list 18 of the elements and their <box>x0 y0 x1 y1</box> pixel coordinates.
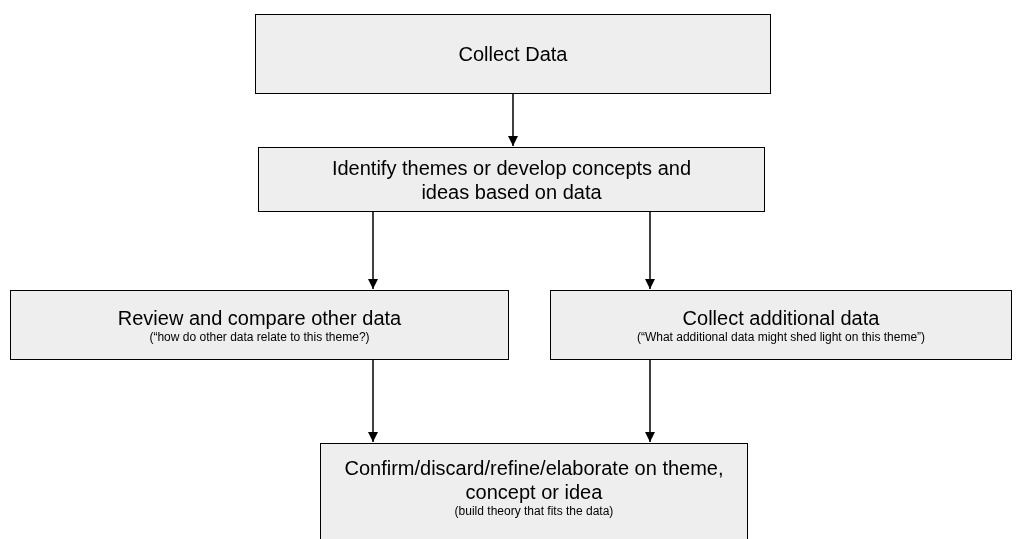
process-box <box>255 14 771 94</box>
process-box <box>320 443 748 539</box>
arrow <box>645 359 655 443</box>
process-box <box>550 290 1012 360</box>
step-note: (“how do other data relate to this theme?) <box>149 330 370 344</box>
arrow <box>645 211 655 290</box>
arrow <box>508 93 518 147</box>
step-title: Identify themes or develop concepts and ideas based on data <box>330 155 693 204</box>
step-note: (build theory that fits the data) <box>454 504 614 518</box>
step-title: Collect Data <box>458 42 568 66</box>
arrow <box>368 211 378 290</box>
step-title: Confirm/discard/refine/elaborate on theme, concept or idea <box>343 456 725 504</box>
process-box <box>258 147 765 212</box>
step-note: (“What additional data might shed light on this theme”) <box>636 330 926 344</box>
process-box <box>10 290 509 360</box>
step-title: Review and compare other data <box>117 306 402 330</box>
arrow <box>368 359 378 443</box>
step-title: Collect additional data <box>682 306 880 330</box>
